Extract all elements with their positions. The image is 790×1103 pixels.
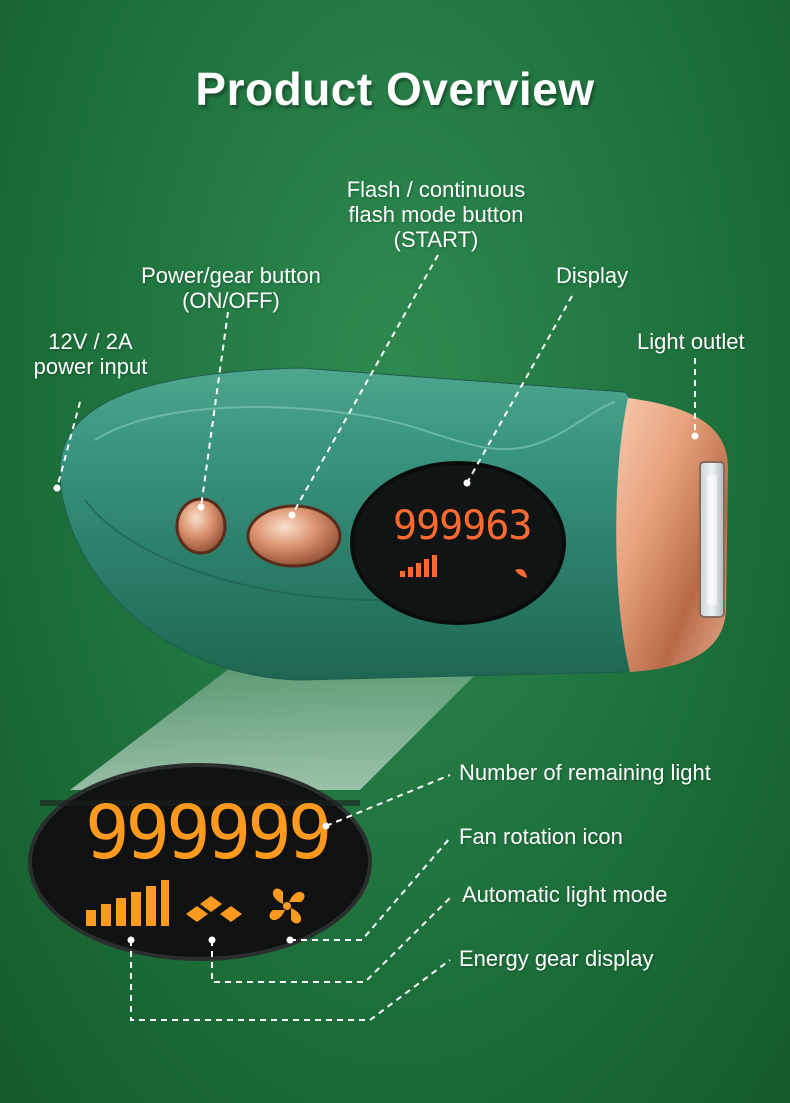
auto-mode-label: Automatic light mode bbox=[462, 882, 668, 907]
device-display-count: 999963 bbox=[393, 503, 532, 549]
device-display bbox=[350, 461, 566, 625]
leader-display bbox=[466, 295, 573, 484]
device-energy-bars-icon bbox=[400, 555, 437, 577]
page-title: Product Overview bbox=[195, 63, 595, 115]
remaining-light-label: Number of remaining light bbox=[459, 760, 711, 785]
energy-gear-label: Energy gear display bbox=[459, 946, 654, 971]
fan-icon-label: Fan rotation icon bbox=[459, 824, 623, 849]
leader-flash-button bbox=[291, 254, 439, 516]
leader-energy-gear bbox=[130, 940, 451, 1021]
zoom-display-count: 999999 bbox=[85, 790, 328, 876]
power-button-label: Power/gear button (ON/OFF) bbox=[141, 263, 321, 313]
energy-bars-icon bbox=[86, 880, 169, 926]
leader-power-input bbox=[56, 401, 81, 489]
display-label: Display bbox=[556, 263, 629, 288]
power-input-label: 12V / 2A power input bbox=[33, 329, 148, 379]
flash-button bbox=[246, 504, 342, 568]
power-button bbox=[175, 497, 227, 555]
leader-fan-icon bbox=[290, 837, 451, 941]
zoom-display bbox=[28, 763, 372, 961]
light-outlet-label: Light outlet bbox=[637, 329, 745, 354]
leader-remaining-light bbox=[325, 774, 451, 827]
flash-button-label: Flash / continuous flash mode button (ST… bbox=[346, 177, 526, 252]
fan-icon bbox=[269, 888, 305, 924]
leader-auto-mode bbox=[211, 897, 451, 983]
auto-mode-diamonds-icon bbox=[186, 896, 242, 922]
